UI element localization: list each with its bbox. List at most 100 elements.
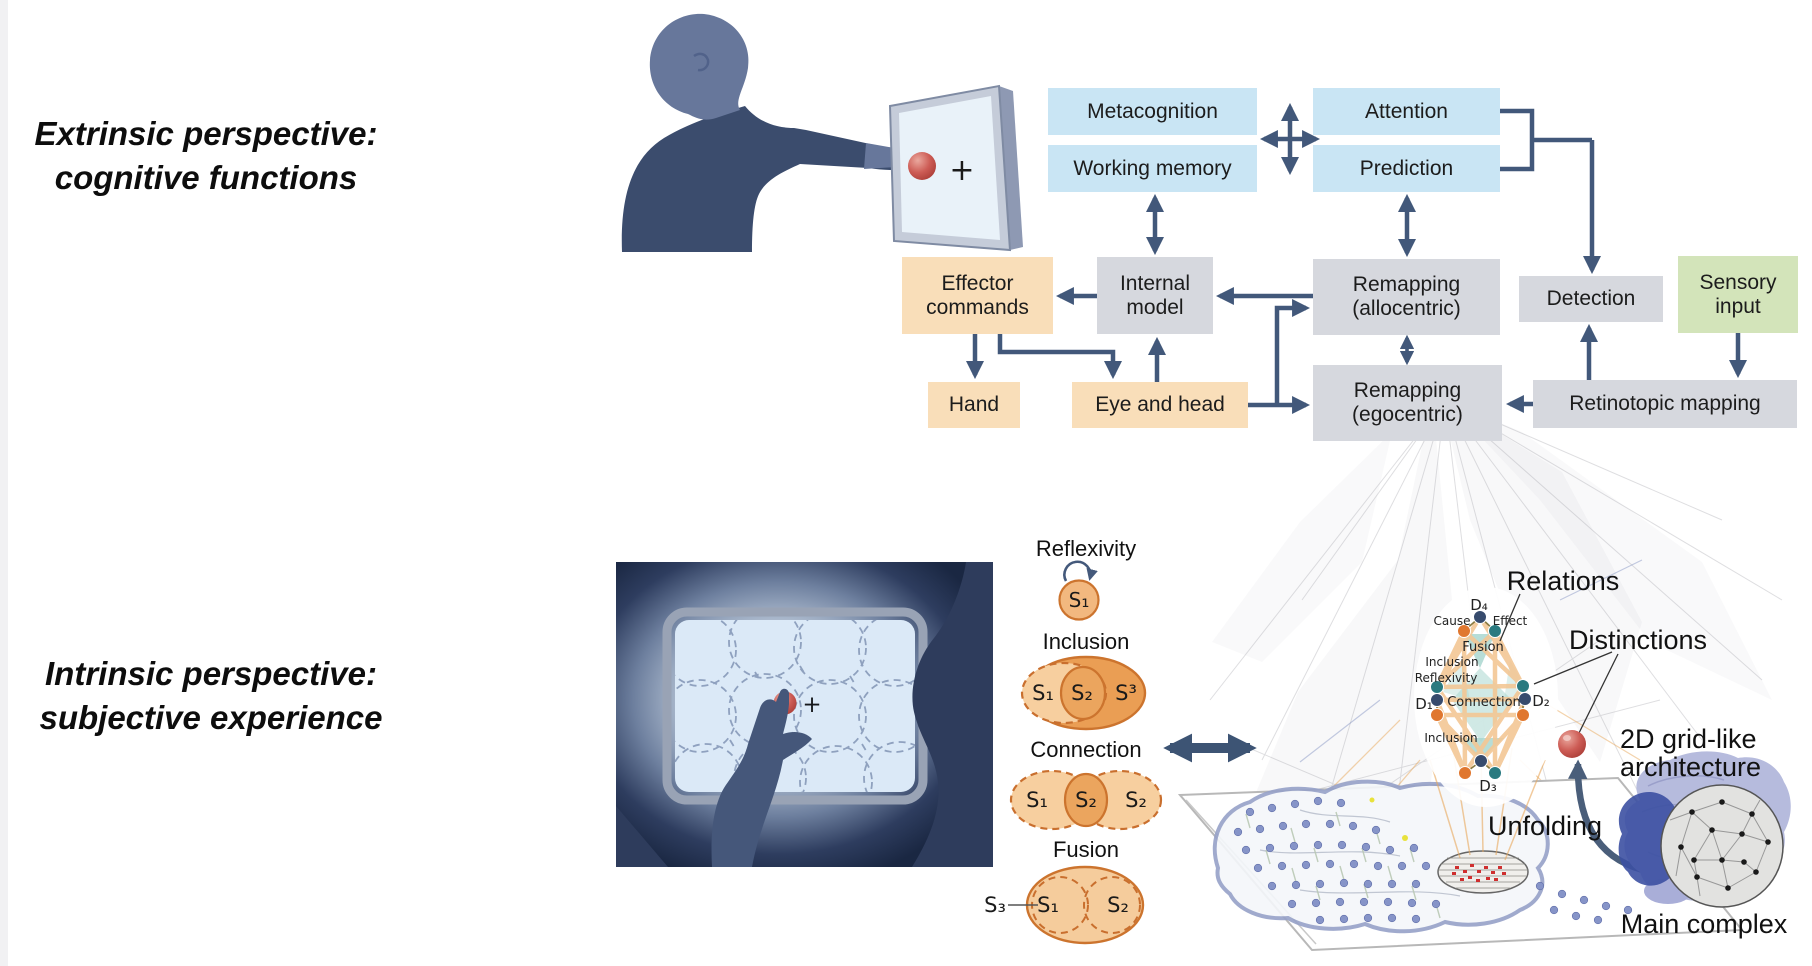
label-main-complex: Main complex [1620,909,1788,939]
fusion-s1: S₁ [1037,893,1059,917]
node-left-cause [1430,708,1444,722]
scene-arm-corner [616,806,668,867]
title-inclusion: Inclusion [1042,629,1130,654]
label-distinctions: Distinctions [1568,625,1708,655]
red-activity-marks [1452,864,1506,882]
cortex-dots [1233,796,1633,925]
label-relations: Relations [1506,566,1620,596]
head [649,13,749,120]
ear [693,52,710,72]
oval-labels: D₄ Cause Effect Fusion Inclusion Reflexi… [1415,596,1550,795]
box-remapping-allocentric: Remapping (allocentric) [1313,259,1500,335]
box-metacognition: Metacognition [1048,88,1257,135]
touch-target-dot [908,152,936,180]
touchscreen: + [888,84,1023,252]
structure-nodes [1430,610,1532,780]
extrinsic-heading-line1: Extrinsic perspective: [34,115,378,152]
box-effector-commands: Effector commands [902,257,1053,334]
inset-nodes [1678,799,1771,891]
label-connection: Connection [1447,695,1521,710]
fusion-s2: S₂ [1107,893,1129,917]
title-reflexivity: Reflexivity [1035,536,1137,561]
fusion-dashed-s2 [1083,876,1141,934]
reflexivity-circle [1058,579,1100,621]
touchscreen-display [899,96,1000,240]
dashed-grid-pattern [675,620,915,792]
yellow-dot [1369,797,1375,803]
extrinsic-heading-line2: cognitive functions [54,158,358,196]
inclusion-inner [1059,665,1107,721]
intrinsic-heading-line1: Intrinsic perspective: [45,655,377,692]
node-d3 [1474,754,1488,768]
node-effect [1488,624,1502,638]
title-connection: Connection [1030,737,1142,762]
box-hand: Hand [928,382,1020,428]
grid-target-sphere [1558,730,1586,758]
node-d1 [1430,693,1444,707]
reflexivity-loop-arrow [1063,560,1098,582]
inclusion-s1: S₁ [1032,681,1054,705]
label-2d-grid-line2: architecture [1620,752,1762,783]
first-person-scene: + [616,562,993,867]
bracket-attention-prediction [1500,108,1535,172]
yellow-dot [1402,835,1408,841]
connection-overlap [1063,772,1109,828]
label-d4: D₄ [1470,596,1488,614]
node-d2 [1518,692,1532,706]
node-right-effect [1516,679,1530,693]
label-inclusion-bottom: Inclusion [1424,731,1477,745]
person-silhouette [621,13,918,252]
relation-edges [1434,614,1528,776]
intrinsic-heading: Intrinsic perspective: subjective experi… [6,652,416,739]
background-mesh [1199,396,1783,901]
arrow-eyehead-allocentric [1274,299,1311,405]
box-retinotopic-mapping: Retinotopic mapping [1533,380,1797,428]
label-d1: D₁ [1415,695,1433,713]
box-internal-model: Internal model [1097,257,1213,334]
box-eye-and-head: Eye and head [1072,382,1248,428]
flowchart-arrows [966,102,1747,414]
label-d2: D₂ [1532,692,1550,710]
label-cause: Cause [1434,614,1471,628]
label-fusion: Fusion [1462,640,1504,655]
box-remapping-egocentric: Remapping (egocentric) [1313,365,1502,441]
label-2d-grid: 2D grid-like architecture [1620,725,1800,782]
left-edge-strip [0,0,8,966]
box-sensory-input: Sensory input [1678,256,1798,333]
node-bottom-effect [1488,766,1502,780]
title-fusion: Fusion [1052,837,1120,862]
label-d3: D₃ [1479,777,1497,795]
sphere-highlight [1563,735,1571,741]
s-structures: S₁ S₁ S₂ S³ S₁ S₂ S₂ S₃ S₁ S₂ [984,560,1163,945]
node-d4 [1473,610,1487,624]
arrow-effector-eyehead [997,334,1122,380]
reflexivity-s1: S₁ [1069,588,1090,612]
node-cause [1457,624,1471,638]
scene-hand [711,688,812,867]
label-inclusion-top: Inclusion [1425,655,1478,669]
box-detection: Detection [1519,276,1663,322]
activity-oval [1437,850,1529,894]
fusion-s3: S₃ [984,893,1006,917]
connection-s1: S₁ [1026,788,1048,812]
main-complex-inset [1660,784,1784,908]
mesh-blue-fibers [1299,559,1643,763]
fixation-cross: + [949,153,974,188]
label-2d-grid-line1: 2D grid-like [1620,724,1757,754]
scene-fixation-cross: + [802,692,821,718]
label-effect: Effect [1493,614,1528,628]
cause-effect-structure: D₄ Cause Effect Fusion Inclusion Reflexi… [1414,587,1558,807]
box-attention: Attention [1313,88,1500,135]
connection-s2-right: S₂ [1125,788,1147,812]
intrinsic-heading-line2: subjective experience [39,698,383,736]
node-bottom-cause [1458,766,1472,780]
extrinsic-heading: Extrinsic perspective: cognitive functio… [6,112,406,199]
label-unfolding: Unfolding [1487,811,1603,841]
box-prediction: Prediction [1313,145,1500,192]
box-working-memory: Working memory [1048,145,1257,192]
inclusion-s3: S³ [1115,681,1137,705]
unfolded-cortex [1212,744,1633,934]
node-right-cause [1516,708,1530,722]
cortex-dot-stems [1245,811,1441,919]
